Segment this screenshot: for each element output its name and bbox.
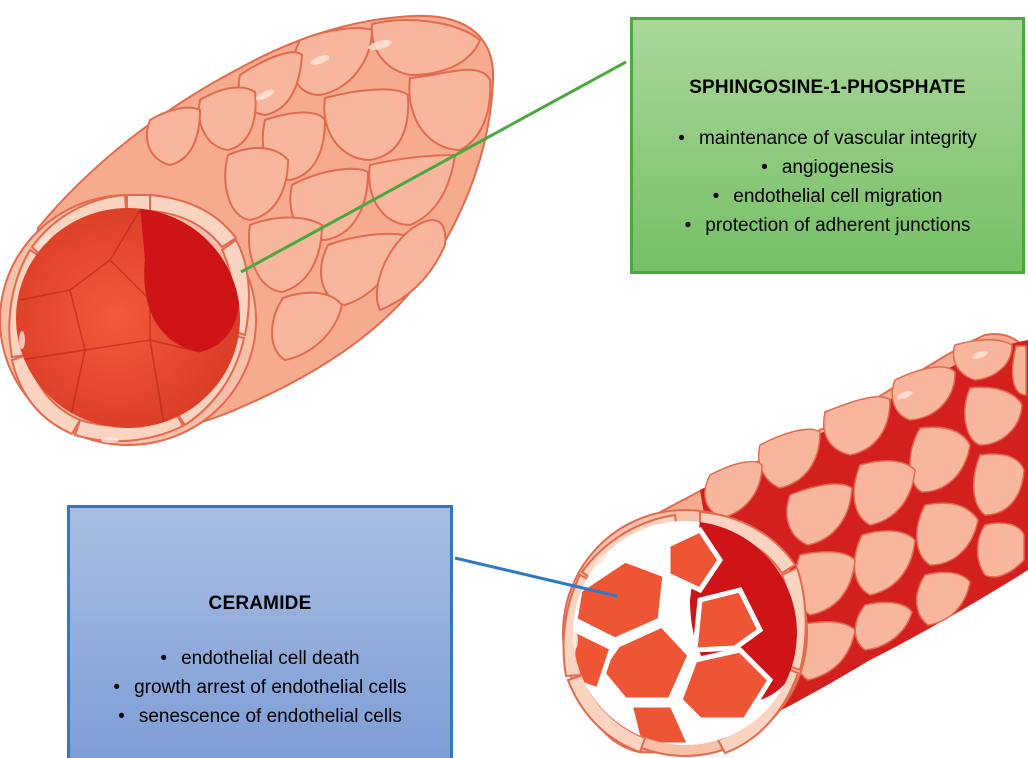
ceramide-info-box: CERAMIDE endothelial cell death growth a… — [67, 505, 453, 758]
intact-blood-vessel-icon — [0, 16, 493, 445]
s1p-list-item: endothelial cell migration — [633, 182, 1022, 211]
s1p-list-item: angiogenesis — [633, 153, 1022, 182]
ceramide-list-item: senescence of endothelial cells — [70, 702, 450, 731]
ceramide-title: CERAMIDE — [70, 593, 450, 615]
ceramide-list: endothelial cell death growth arrest of … — [70, 644, 450, 731]
ceramide-list-item: endothelial cell death — [70, 644, 450, 673]
s1p-list-item: maintenance of vascular integrity — [633, 124, 1022, 153]
damaged-blood-vessel-icon — [563, 334, 1028, 756]
s1p-list-item: protection of adherent junctions — [633, 211, 1022, 240]
s1p-list: maintenance of vascular integrity angiog… — [633, 124, 1022, 240]
ceramide-list-item: growth arrest of endothelial cells — [70, 673, 450, 702]
s1p-info-box: SPHINGOSINE-1-PHOSPHATE maintenance of v… — [630, 17, 1025, 274]
s1p-title: SPHINGOSINE-1-PHOSPHATE — [633, 77, 1022, 99]
